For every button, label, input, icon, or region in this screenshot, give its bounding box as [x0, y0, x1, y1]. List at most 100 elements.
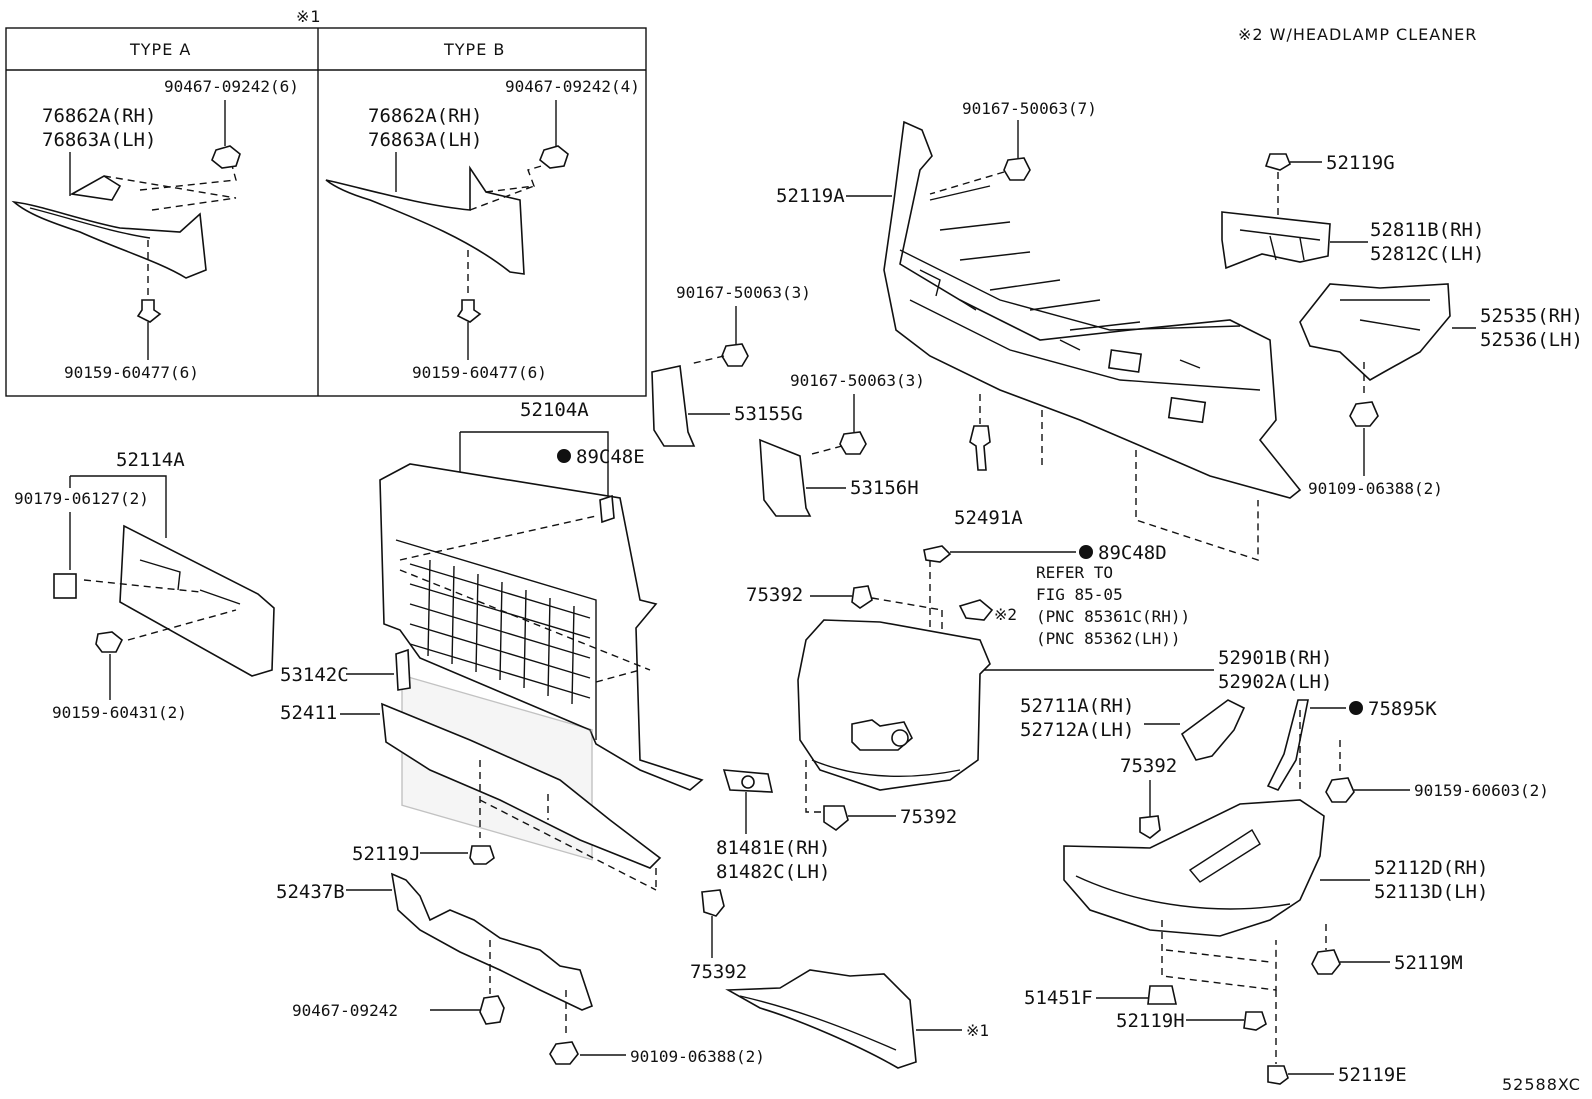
bullet-89C48D-icon: [1079, 545, 1093, 559]
refer-to-line3: (PNC 85361C(RH)): [1036, 607, 1190, 626]
label-52119M: 52119M: [1394, 952, 1463, 974]
clip-75392-b-icon: [851, 585, 873, 609]
bumper-side-52901B: [797, 619, 991, 791]
label-52711A-rh: 52711A(RH): [1020, 695, 1134, 717]
type-b-header: TYPE B: [443, 40, 505, 59]
clip-89C48D-icon: [923, 545, 952, 563]
refer-to-line1: REFER TO: [1036, 563, 1113, 582]
refer-to-line4: (PNC 85362(LH)): [1036, 629, 1181, 648]
label-52411: 52411: [280, 702, 337, 724]
type-b-bolt-icon: [539, 100, 569, 169]
type-b-mudguard: [325, 163, 549, 298]
label-52119H: 52119H: [1116, 1010, 1185, 1032]
bolt-90167-a-icon: [721, 343, 749, 367]
label-90109-06388-2-bottom: 90109-06388(2): [630, 1047, 765, 1066]
label-90159-60603-2: 90159-60603(2): [1414, 781, 1549, 800]
label-53155G: 53155G: [734, 403, 803, 425]
label-90167-50063-3-b: 90167-50063(3): [790, 371, 925, 390]
bumper-reinforcement-52119A: [883, 120, 1302, 561]
bolt-90109-bottom-icon: [549, 1041, 579, 1065]
clip-52119J-icon: [469, 845, 495, 865]
label-81482C-lh: 81482C(LH): [716, 861, 830, 883]
label-star1-bottom: ※1: [966, 1021, 989, 1040]
label-90179-06127-2: 90179-06127(2): [14, 489, 149, 508]
label-76863A-lh-b: 76863A(LH): [368, 129, 482, 151]
bracket-52535: [1299, 283, 1451, 381]
lower-reinforcement-52437B: [390, 872, 593, 1036]
label-90159-60431-2: 90159-60431(2): [52, 703, 187, 722]
label-52811B-rh: 52811B(RH): [1370, 219, 1484, 241]
label-52119G: 52119G: [1326, 152, 1395, 174]
label-52535-rh: 52535(RH): [1480, 305, 1583, 327]
label-52104A: 52104A: [520, 399, 589, 421]
label-75392-b: 75392: [746, 584, 803, 606]
label-89C48E: 89C48E: [576, 446, 645, 468]
label-52119E: 52119E: [1338, 1064, 1407, 1086]
label-52119A: 52119A: [776, 185, 845, 207]
license-plate-bracket: [83, 524, 275, 677]
screw-90159-60431-icon: [95, 631, 124, 653]
headlamp-cleaner-nozzle-icon: [958, 599, 994, 621]
type-a-bolt-icon: [211, 100, 241, 169]
bullet-89C48E-icon: [557, 449, 571, 463]
type-a-screw-icon: [136, 299, 162, 360]
label-75392-c: 75392: [1120, 755, 1177, 777]
cover-53156H: [759, 438, 812, 517]
bolt-52119M-icon: [1311, 949, 1341, 975]
bullet-75895K-icon: [1349, 701, 1363, 715]
label-90467-09242-6: 90467-09242(6): [164, 77, 299, 96]
label-90467-09242: 90467-09242: [292, 1001, 398, 1020]
label-90109-06388-2-right: 90109-06388(2): [1308, 479, 1443, 498]
clip-52119E-icon: [1267, 1065, 1289, 1085]
molding-75895K: [1266, 699, 1309, 791]
label-76863A-lh-a: 76863A(LH): [42, 129, 156, 151]
refer-to-line2: FIG 85-05: [1036, 585, 1123, 604]
clip-51451F-icon: [1147, 985, 1177, 1005]
clip-75392-d-icon: [823, 805, 849, 831]
label-90159-60477-6-a: 90159-60477(6): [64, 363, 199, 382]
type-inset-box: TYPE A TYPE B: [5, 27, 647, 397]
bolt-90167-c-icon: [1003, 157, 1031, 181]
bolt-90109-right-icon: [1349, 401, 1379, 427]
label-53156H: 53156H: [850, 477, 919, 499]
label-star2: ※2: [994, 605, 1017, 624]
label-52536-lh: 52536(LH): [1480, 329, 1583, 351]
label-76862A-rh-b: 76862A(RH): [368, 105, 482, 127]
grille-mesh: [409, 559, 591, 705]
clip-52119G-icon: [1264, 153, 1291, 171]
label-75392-d: 75392: [900, 806, 957, 828]
part-53142C: [395, 648, 411, 691]
clip-52119H-icon: [1243, 1011, 1267, 1031]
bracket-52811B: [1221, 211, 1331, 270]
label-89C48D: 89C48D: [1098, 542, 1167, 564]
label-90159-60477-6-b: 90159-60477(6): [412, 363, 547, 382]
type-b-screw-icon: [456, 299, 482, 360]
note-headlamp-cleaner: ※2 W/HEADLAMP CLEANER: [1238, 25, 1477, 44]
clip-75392-a-icon: [701, 889, 725, 917]
bolt-90467-09242-icon: [479, 995, 505, 1025]
label-76862A-rh-a: 76862A(RH): [42, 105, 156, 127]
clip-75392-c-icon: [1139, 815, 1161, 839]
bumper-extension-52112D: [1063, 799, 1325, 937]
bracket-81481E: [722, 769, 774, 793]
note-star1-header: ※1: [296, 7, 322, 26]
label-52901B-rh: 52901B(RH): [1218, 647, 1332, 669]
label-52491A: 52491A: [954, 507, 1023, 529]
label-51451F: 51451F: [1024, 987, 1093, 1009]
clip-nut-icon: [53, 573, 77, 599]
label-52113D-lh: 52113D(LH): [1374, 881, 1488, 903]
label-52119J: 52119J: [352, 843, 421, 865]
label-52812C-lh: 52812C(LH): [1370, 243, 1484, 265]
label-90167-50063-7: 90167-50063(7): [962, 99, 1097, 118]
bracket-52711A: [1180, 699, 1246, 761]
bolt-90159-60603-icon: [1325, 777, 1355, 803]
label-75392-a: 75392: [690, 961, 747, 983]
clip-89C48E-icon: [599, 494, 615, 524]
mudguard-bottom: [725, 969, 917, 1069]
type-a-header: TYPE A: [129, 40, 191, 59]
label-52902A-lh: 52902A(LH): [1218, 671, 1332, 693]
label-90167-50063-3-a: 90167-50063(3): [676, 283, 811, 302]
label-52712A-lh: 52712A(LH): [1020, 719, 1134, 741]
label-52114A: 52114A: [116, 449, 185, 471]
